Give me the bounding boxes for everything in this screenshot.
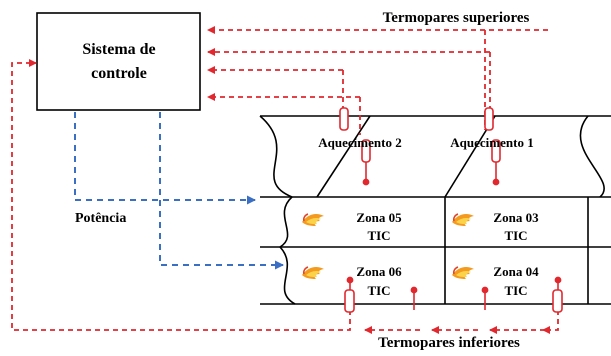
zone-03-name: Zona 03	[493, 210, 539, 225]
top-thermocouples-label: Termopares superiores	[383, 10, 530, 26]
thermocouple-probe-icon	[339, 107, 563, 313]
zone-05: Zona 05 TIC	[356, 210, 402, 243]
zone-04-tic: TIC	[504, 283, 527, 298]
bottom-thermocouples-label: Termopares inferiores	[378, 335, 520, 351]
bottom-thermocouple-lines	[11, 59, 559, 334]
zone-06-tic: TIC	[367, 283, 390, 298]
flame-icon	[451, 266, 475, 280]
flame-icon	[301, 213, 325, 227]
heating-1-label: Aquecimento 1	[450, 135, 533, 150]
heating-2-label: Aquecimento 2	[318, 135, 401, 150]
zone-05-tic: TIC	[367, 228, 390, 243]
zone-03: Zona 03 TIC	[493, 210, 539, 243]
zone-03-tic: TIC	[504, 228, 527, 243]
control-box-line1: Sistema de	[82, 41, 155, 58]
zone-06-name: Zona 06	[356, 264, 402, 279]
control-box-line2: controle	[91, 65, 147, 82]
power-lines	[74, 112, 284, 270]
control-system-box: Sistema de controle	[36, 12, 201, 111]
power-label: Potência	[75, 211, 126, 226]
zone-04-name: Zona 04	[493, 264, 539, 279]
zone-05-name: Zona 05	[356, 210, 402, 225]
zone-04: Zona 04 TIC	[493, 264, 539, 298]
zone-06: Zona 06 TIC	[356, 264, 402, 298]
furnace-structure	[259, 115, 611, 305]
flame-icon	[301, 266, 325, 280]
top-thermocouple-lines	[207, 26, 548, 135]
flame-icon	[451, 213, 475, 227]
